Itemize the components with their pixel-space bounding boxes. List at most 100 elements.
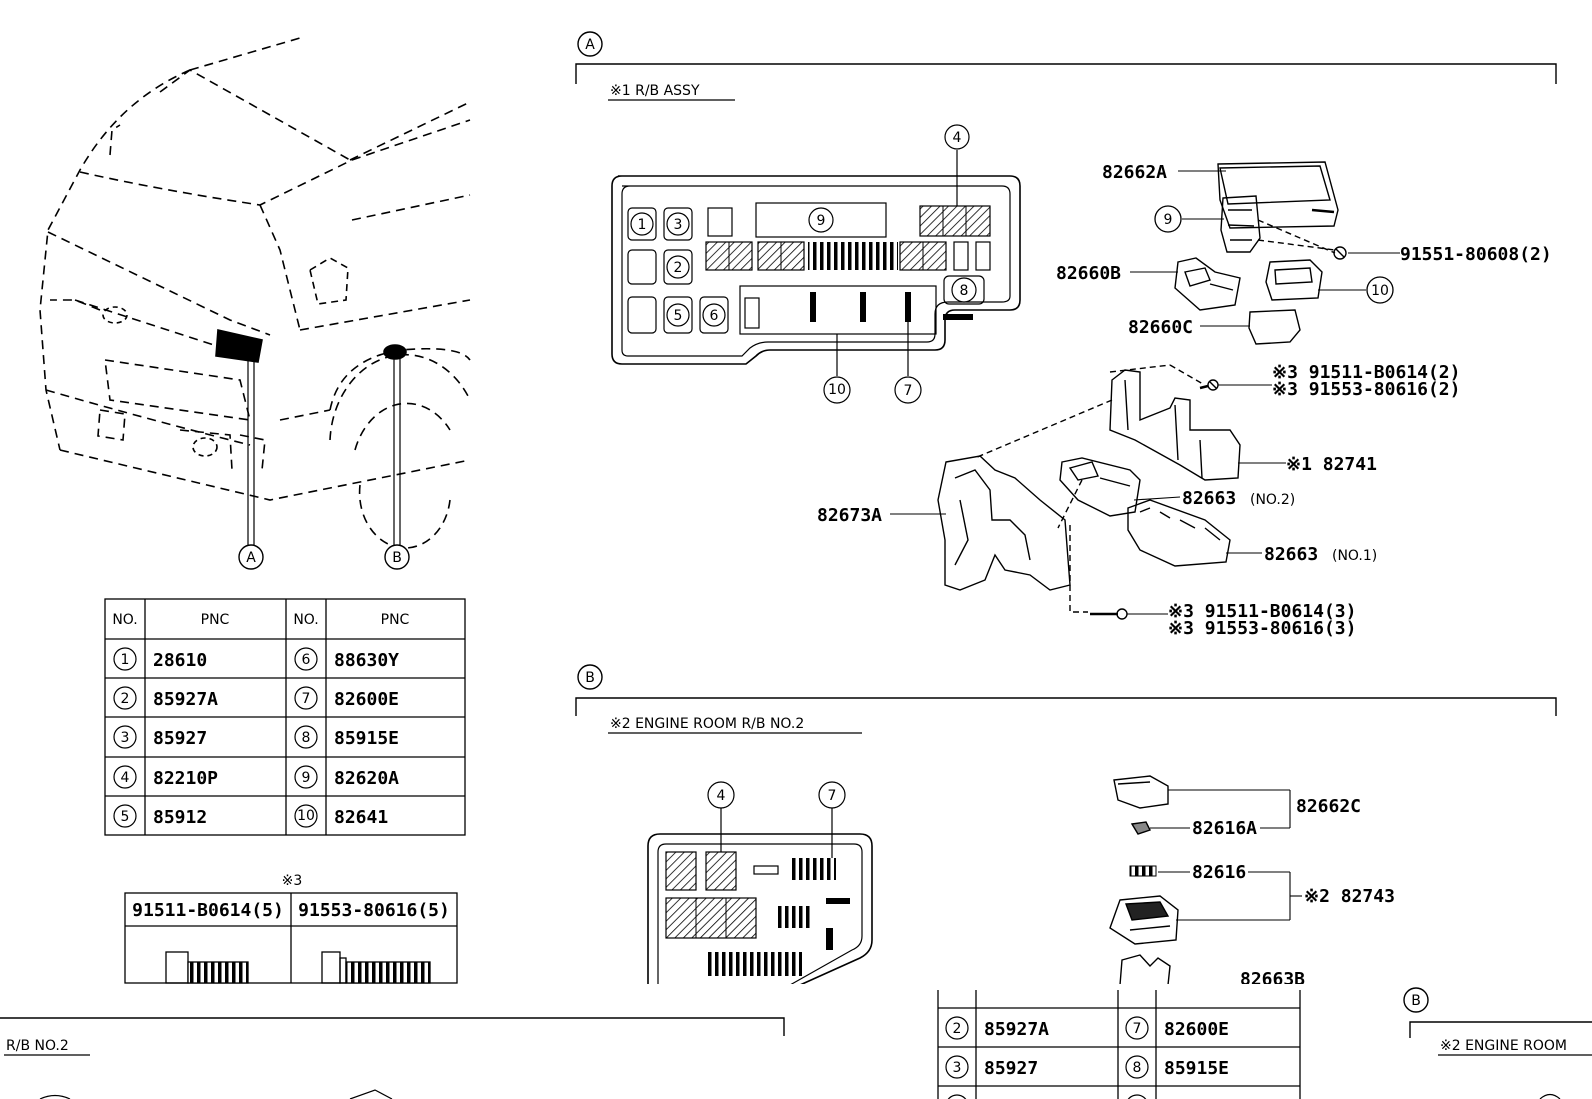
label-82663-no1: 82663 [1264,544,1318,565]
row-number-circle: 9 [1127,1094,1147,1099]
svg-text:3: 3 [953,1060,962,1076]
pnc-cell: 85915E [1164,1058,1229,1079]
svg-text:9: 9 [817,213,826,229]
row-number-circle: 10 [294,804,318,828]
svg-text:5: 5 [674,308,683,324]
bracket-82673a [937,455,1071,591]
box-number-3: 3 [666,212,690,236]
label-82616a: 82616A [1192,818,1257,839]
pnc-cell: 88630Y [334,650,399,671]
box-number-10: 10 [823,376,851,404]
box-number-2: 2 [666,255,690,279]
pnc-cell: 85915E [334,728,399,749]
relay-block-a [611,175,1021,365]
section-a-marker: A [577,31,603,57]
label-82660b: 82660B [1056,263,1121,284]
table-row: 2 85927A 7 82600E [113,686,399,710]
pnc-cell: 82600E [334,689,399,710]
row-number-circle: 6 [294,647,318,671]
label-82660c: 82660C [1128,317,1193,338]
pnc-cell: 82600E [1164,1019,1229,1040]
label-91511-a: ※3 91511-B0614(2) [1272,362,1460,383]
table-row: 1 28610 6 88630Y [113,647,399,671]
svg-text:2: 2 [674,260,683,276]
svg-text:8: 8 [960,283,969,299]
holder-82663-no2 [1059,457,1141,517]
exploded-parts-a [937,161,1347,620]
bracket-82663b [1119,954,1171,986]
svg-text:10: 10 [828,382,846,398]
pnc-cell: 82210P [153,768,218,789]
label-82663-no2-tag: (NO.2) [1250,492,1295,508]
svg-text:B: B [392,550,402,566]
svg-text:6: 6 [302,652,311,668]
callout-10-exploded: 10 [1366,276,1394,304]
box-number-5: 5 [666,303,690,327]
row-number-circle: 8 [1125,1055,1149,1079]
row-number-circle: 9 [294,765,318,789]
section-b-marker: B [577,664,603,690]
label-82662a: 82662A [1102,162,1167,183]
box-number-1: 1 [630,212,654,236]
dup-right-label: ※2 ENGINE ROOM [1440,1038,1567,1054]
label-82673a: 82673A [817,505,882,526]
svg-text:1: 1 [121,652,130,668]
pnc-table-header: NO. PNC NO. PNC [112,612,409,628]
row-number-circle: 7 [1125,1016,1149,1040]
relay-block-b [647,833,873,986]
holder-82663-no1 [1127,499,1231,567]
header-no-2: NO. [293,612,318,628]
block-82743 [1109,895,1179,945]
svg-text:7: 7 [302,691,311,707]
relay-82660b [1174,257,1241,311]
dup-pnc-rows: 285927A782600E385927885915E482210P982620… [945,1016,1229,1099]
exploded-parts-b [1109,775,1179,986]
bolt-91511-a [1199,379,1219,391]
svg-text:8: 8 [1133,1060,1142,1076]
svg-text:A: A [246,550,256,566]
bolt-91551 [1333,246,1347,260]
header-pnc-2: PNC [381,612,410,628]
row-number-circle: 4 [113,765,137,789]
label-82662c: 82662C [1296,796,1361,817]
box-number-9: 9 [808,207,834,233]
box-number-4: 4 [944,124,970,150]
svg-text:B: B [585,670,595,686]
fuse-82616 [1129,865,1157,877]
svg-text:7: 7 [828,788,837,804]
header-pnc: PNC [201,612,230,628]
row-number-circle: 2 [945,1016,969,1040]
bolt-table: ※3 91511-B0614(5) 91553-80616(5) [124,873,458,984]
vehicle-marker-a: A [238,544,264,570]
bracket-82741 [1109,369,1241,481]
part-labels-b: 82662C 82616A 82616 ※2 82743 82663B [1192,796,1395,990]
svg-text:3: 3 [121,730,130,746]
svg-text:5: 5 [121,809,130,825]
label-91551: 91551-80608(2) [1400,244,1552,265]
bolt-91511-b [1090,608,1128,620]
pnc-table [104,598,466,836]
row-number-circle: 5 [113,804,137,828]
label-82743: ※2 82743 [1304,886,1395,907]
row-number-circle: 3 [113,725,137,749]
fuse-82616a [1130,821,1151,835]
row-number-circle: 2 [113,686,137,710]
label-82663-no2: 82663 [1182,488,1236,509]
vehicle-marker-b: B [384,544,410,570]
dup-pnc-table [937,990,1301,1099]
pnc-cell: 85927A [153,689,218,710]
pnc-cell: 28610 [153,650,207,671]
svg-text:6: 6 [710,308,719,324]
row-number-circle: 4 [947,1094,967,1099]
cover-82662c [1113,775,1169,809]
svg-text:B: B [1411,993,1421,1009]
svg-text:1: 1 [638,217,647,233]
